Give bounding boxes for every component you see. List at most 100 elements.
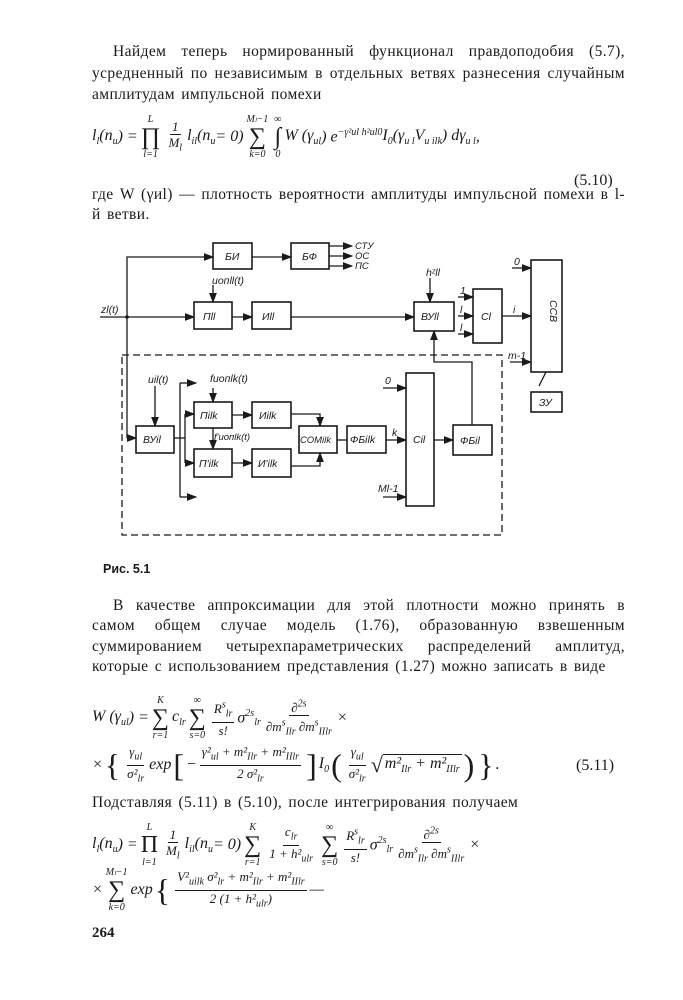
math-term: σ2s	[369, 835, 387, 854]
math-term: σ²lr	[127, 765, 145, 785]
subscript: il	[191, 136, 198, 148]
numerator: V²иilk σ²lr + m²Ilr + m²IIlr	[175, 869, 307, 891]
math-term: lil	[184, 834, 195, 856]
subscript: lr	[254, 717, 261, 729]
fraction: ∂2s∂msIlr ∂msIIlr	[264, 696, 334, 739]
superscript: s	[281, 717, 286, 729]
numerator: clr	[282, 823, 300, 846]
math-term: clr	[171, 707, 186, 729]
math-term: exp	[130, 881, 153, 898]
subscript: Ilr	[247, 751, 258, 763]
math-term: exp	[149, 756, 172, 773]
superscript: s	[314, 717, 319, 729]
math-term: ×	[92, 756, 103, 773]
label-zero-bottom: 0	[385, 375, 391, 387]
math-term: σ²lr	[348, 765, 366, 785]
operator-symbol: ∑	[151, 705, 169, 731]
subscript: 0	[324, 764, 330, 776]
label-ps: ПС	[355, 261, 369, 272]
bracket: }	[478, 747, 494, 783]
operator-symbol: ∏	[140, 124, 161, 150]
math-term: V²иilk	[177, 868, 204, 888]
math-term: (γи l	[392, 126, 415, 148]
subscript: l	[96, 136, 100, 148]
subscript: lr	[179, 717, 186, 729]
operator-symbol: ∑	[248, 124, 266, 150]
denominator: s!	[216, 723, 229, 738]
math-term: Vи ilk	[414, 126, 442, 148]
label-ssv: ССВ	[547, 300, 559, 322]
fraction: ∂2s∂msIlr ∂msIIlr	[396, 823, 466, 866]
math-term: m²Ilr	[384, 755, 412, 776]
math-term: W (γиl	[92, 707, 129, 729]
label-fb-il: ФБil	[460, 435, 481, 447]
math-term: ∂2s	[291, 698, 307, 715]
denominator: 2 σ²lr	[235, 766, 266, 787]
label-m-minus-1: m-1	[508, 350, 526, 362]
radical-sign: √	[370, 752, 383, 777]
label-i-ilk: Иilk	[259, 410, 277, 422]
math-term: = 0)	[215, 128, 244, 145]
block-diagram: БИ БФ Пll Иll ВУll Cl ССВ ЗУ ВУil Пilk И…	[100, 241, 563, 536]
math-term: clr	[284, 823, 298, 843]
math-term: Ml	[166, 842, 180, 862]
math-term: ∂ms	[398, 844, 418, 862]
subscript: IIlr	[318, 726, 332, 738]
subscript: lr	[225, 708, 233, 720]
label-in-l2: l	[460, 322, 463, 334]
label-fb-ilk: ФБilk	[350, 434, 376, 446]
subscript: и l	[465, 136, 476, 148]
label-zu: ЗУ	[539, 397, 553, 409]
superscript: s	[221, 700, 226, 712]
subscript: lr	[217, 876, 225, 888]
radicand: m²Ilr + m²IIlr	[382, 754, 462, 776]
subscript: и l	[404, 136, 415, 148]
superscript: 2s	[377, 835, 387, 847]
upper-limit: K	[249, 822, 257, 833]
subscript: lr	[358, 835, 365, 847]
label-u-il: uil(t)	[148, 374, 168, 386]
subscript: иilk	[188, 876, 204, 888]
numerator: γиl	[348, 744, 366, 766]
upper-limit: ∞	[274, 114, 282, 125]
lower-limit: r=1	[244, 857, 261, 868]
numerator: ∂2s	[421, 823, 441, 843]
label-com-ilk: СОМilk	[300, 435, 332, 446]
big-operator: ∞∑s=0	[189, 695, 206, 741]
lower-limit: l=1	[143, 149, 158, 160]
subscript: и	[208, 844, 213, 856]
subscript: иl	[313, 136, 322, 148]
math-term: ) =	[117, 128, 138, 145]
label-f-uop: fuопlk(t)	[210, 373, 248, 385]
subscript: и	[112, 844, 118, 856]
bracket: ]	[306, 747, 317, 783]
big-operator: K∑r=1	[244, 822, 261, 868]
label-h-ll: hᶻll	[426, 267, 441, 279]
numerator: 1	[170, 119, 181, 135]
label-in-1: 1	[460, 285, 466, 297]
operator-symbol: ∑	[188, 705, 206, 731]
superscript: 2s	[429, 825, 439, 837]
math-term: ) =	[128, 709, 149, 726]
lower-limit: s=0	[189, 730, 206, 741]
denominator: ∂msIlr ∂msIIlr	[264, 716, 334, 740]
page-number: 264	[92, 925, 115, 941]
math-term: + m²Ilr	[218, 743, 258, 763]
lower-limit: r=1	[152, 730, 169, 741]
upper-limit: ∞	[326, 822, 334, 833]
connection-lines	[100, 242, 547, 501]
label-i-ll: Иll	[262, 311, 275, 323]
upper-limit: ∞	[193, 695, 201, 706]
math-term: (nи	[99, 834, 118, 856]
label-vu-ll: ВУll	[421, 311, 439, 323]
subscript: иlr	[301, 853, 314, 865]
denominator: 2 (1 + h²иlr)	[208, 891, 274, 912]
big-operator: ∞∑s=0	[321, 822, 338, 868]
label-bi: БИ	[225, 251, 240, 263]
denominator: s!	[349, 850, 362, 865]
upper-limit: Mₗ−1	[246, 114, 269, 125]
lower-limit: s=0	[321, 857, 338, 868]
math-term: I0	[318, 754, 330, 776]
